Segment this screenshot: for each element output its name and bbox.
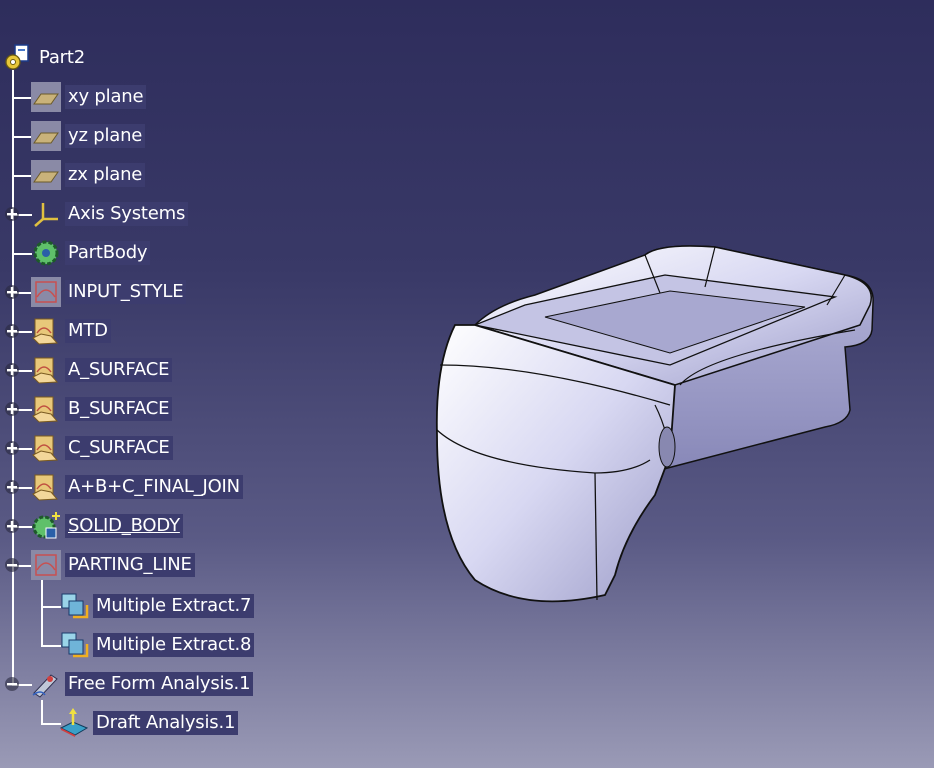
branch-line — [41, 645, 61, 647]
tree-item-label: Draft Analysis.1 — [93, 711, 239, 735]
tree-item-label: MTD — [65, 319, 111, 343]
tree-item-input-style[interactable]: INPUT_STYLE — [31, 277, 187, 307]
tree-item-label: C_SURFACE — [65, 436, 173, 460]
tree-item-draft-analysis[interactable]: Draft Analysis.1 — [59, 708, 239, 738]
geometrical-set-icon — [31, 550, 61, 580]
tree-item-multiple-extract-7[interactable]: Multiple Extract.7 — [59, 591, 255, 621]
tree-item-a-surface[interactable]: A_SURFACE — [31, 355, 173, 385]
branch-line — [12, 292, 32, 294]
branch-line — [12, 136, 32, 138]
branch-line — [12, 214, 32, 216]
branch-line — [12, 448, 32, 450]
part-icon — [5, 44, 29, 70]
branch-line — [12, 409, 32, 411]
collapse-minus-icon[interactable] — [4, 557, 20, 573]
tree-item-xy-plane[interactable]: xy plane — [31, 82, 147, 112]
tree-item-label: yz plane — [65, 124, 146, 148]
tree-item-parting-line[interactable]: PARTING_LINE — [31, 550, 195, 580]
tree-item-b-surface[interactable]: B_SURFACE — [31, 394, 173, 424]
expand-plus-icon[interactable] — [4, 401, 20, 417]
tree-item-label: Axis Systems — [65, 202, 189, 226]
geometrical-set-hand-icon — [32, 474, 59, 501]
branch-line — [12, 370, 32, 372]
branch-line — [12, 565, 32, 567]
geometrical-set-hand-icon — [32, 357, 59, 384]
tree-item-yz-plane[interactable]: yz plane — [31, 121, 146, 151]
expand-plus-icon[interactable] — [4, 479, 20, 495]
branch-line — [12, 253, 32, 255]
tree-item-label: A_SURFACE — [65, 358, 173, 382]
3d-part-model[interactable] — [415, 235, 885, 615]
geometrical-set-hand-icon — [32, 435, 59, 462]
tree-item-free-form-analysis[interactable]: Free Form Analysis.1 — [31, 669, 254, 699]
branch-line — [12, 487, 32, 489]
tree-item-label: A+B+C_FINAL_JOIN — [65, 475, 243, 499]
tree-item-label: INPUT_STYLE — [65, 280, 187, 304]
plane-icon — [31, 82, 61, 112]
axis-system-icon — [34, 203, 58, 227]
tree-root-part2[interactable]: Part2 — [2, 43, 88, 73]
branch-line — [12, 331, 32, 333]
expand-plus-icon[interactable] — [4, 518, 20, 534]
extract-icon — [61, 632, 89, 658]
parting-line-sub-line — [41, 580, 43, 646]
branch-line — [12, 526, 32, 528]
branch-line — [12, 684, 32, 686]
tree-item-label: Free Form Analysis.1 — [65, 672, 254, 696]
tree-item-solid-body[interactable]: SOLID_BODY — [31, 511, 183, 541]
tree-item-mtd[interactable]: MTD — [31, 316, 111, 346]
body-gear-icon — [32, 512, 60, 539]
tree-item-label: Multiple Extract.7 — [93, 594, 255, 618]
tree-item-zx-plane[interactable]: zx plane — [31, 160, 146, 190]
expand-plus-icon[interactable] — [4, 284, 20, 300]
free-form-sub-line — [41, 700, 43, 724]
tree-item-multiple-extract-8[interactable]: Multiple Extract.8 — [59, 630, 255, 660]
extract-icon — [61, 593, 89, 619]
geometrical-set-hand-icon — [32, 318, 59, 345]
tree-item-label: PARTING_LINE — [65, 553, 195, 577]
branch-line — [41, 723, 61, 725]
tree-item-label: Multiple Extract.8 — [93, 633, 255, 657]
geometrical-set-icon — [31, 277, 61, 307]
tree-trunk-line — [12, 70, 14, 685]
collapse-minus-icon[interactable] — [4, 676, 20, 692]
plane-icon — [31, 121, 61, 151]
expand-plus-icon[interactable] — [4, 362, 20, 378]
draft-analysis-icon — [59, 708, 89, 737]
tree-item-axis-systems[interactable]: Axis Systems — [31, 199, 189, 229]
tree-item-final-join[interactable]: A+B+C_FINAL_JOIN — [31, 472, 243, 502]
geometrical-set-hand-icon — [32, 396, 59, 423]
branch-line — [41, 606, 61, 608]
expand-plus-icon[interactable] — [4, 440, 20, 456]
branch-line — [12, 175, 32, 177]
tree-item-label: xy plane — [65, 85, 147, 109]
gear-icon — [33, 240, 59, 266]
tree-item-label: PartBody — [65, 241, 151, 265]
expand-plus-icon[interactable] — [4, 206, 20, 222]
tree-item-label: SOLID_BODY — [65, 514, 183, 538]
tree-item-label: B_SURFACE — [65, 397, 173, 421]
tree-item-c-surface[interactable]: C_SURFACE — [31, 433, 173, 463]
expand-plus-icon[interactable] — [4, 323, 20, 339]
tree-root-label: Part2 — [39, 47, 85, 68]
branch-line — [12, 97, 32, 99]
free-form-analysis-icon — [32, 674, 58, 698]
tree-item-label: zx plane — [65, 163, 146, 187]
specification-tree: Part2 xy plane yz plane zx plane — [0, 0, 400, 768]
plane-icon — [31, 160, 61, 190]
tree-item-partbody[interactable]: PartBody — [31, 238, 151, 268]
